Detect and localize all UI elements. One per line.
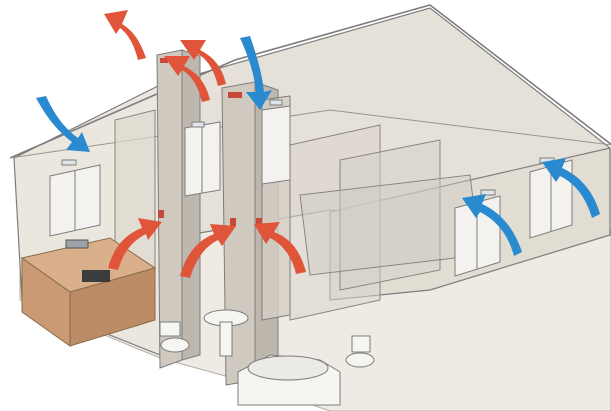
blue-arrow-icon	[462, 194, 522, 256]
exhaust-arrows	[104, 10, 306, 278]
kitchen-sink	[65, 239, 89, 249]
red-arrow-icon	[164, 56, 210, 102]
red-arrow-icon	[108, 218, 162, 270]
exhaust-shaft-left	[156, 49, 183, 369]
window-left-room	[184, 121, 221, 197]
partition-wall	[339, 139, 441, 291]
exhaust-shaft-left-side	[181, 49, 201, 361]
red-arrow-icon	[180, 224, 236, 278]
blue-arrow-icon	[36, 96, 90, 152]
washbasin	[203, 309, 249, 357]
red-arrow-icon	[104, 10, 146, 60]
blue-arrow-icon	[542, 158, 600, 218]
red-arrow-icon	[180, 40, 226, 86]
vent-grille	[160, 58, 168, 63]
stove-hob	[82, 270, 110, 282]
window-kitchen	[49, 159, 101, 237]
toilet-right	[345, 335, 375, 368]
vent-grille	[256, 218, 262, 226]
window-middle-room	[261, 99, 291, 185]
toilet-left	[159, 321, 190, 353]
vent-grille	[230, 218, 236, 226]
red-arrow-icon	[254, 222, 306, 274]
vent-grille	[228, 92, 242, 98]
vent-grille	[158, 210, 164, 218]
bathtub	[237, 354, 341, 406]
intake-arrows	[36, 36, 600, 256]
roof-outline	[9, 4, 611, 159]
blue-arrow-icon	[240, 36, 272, 110]
